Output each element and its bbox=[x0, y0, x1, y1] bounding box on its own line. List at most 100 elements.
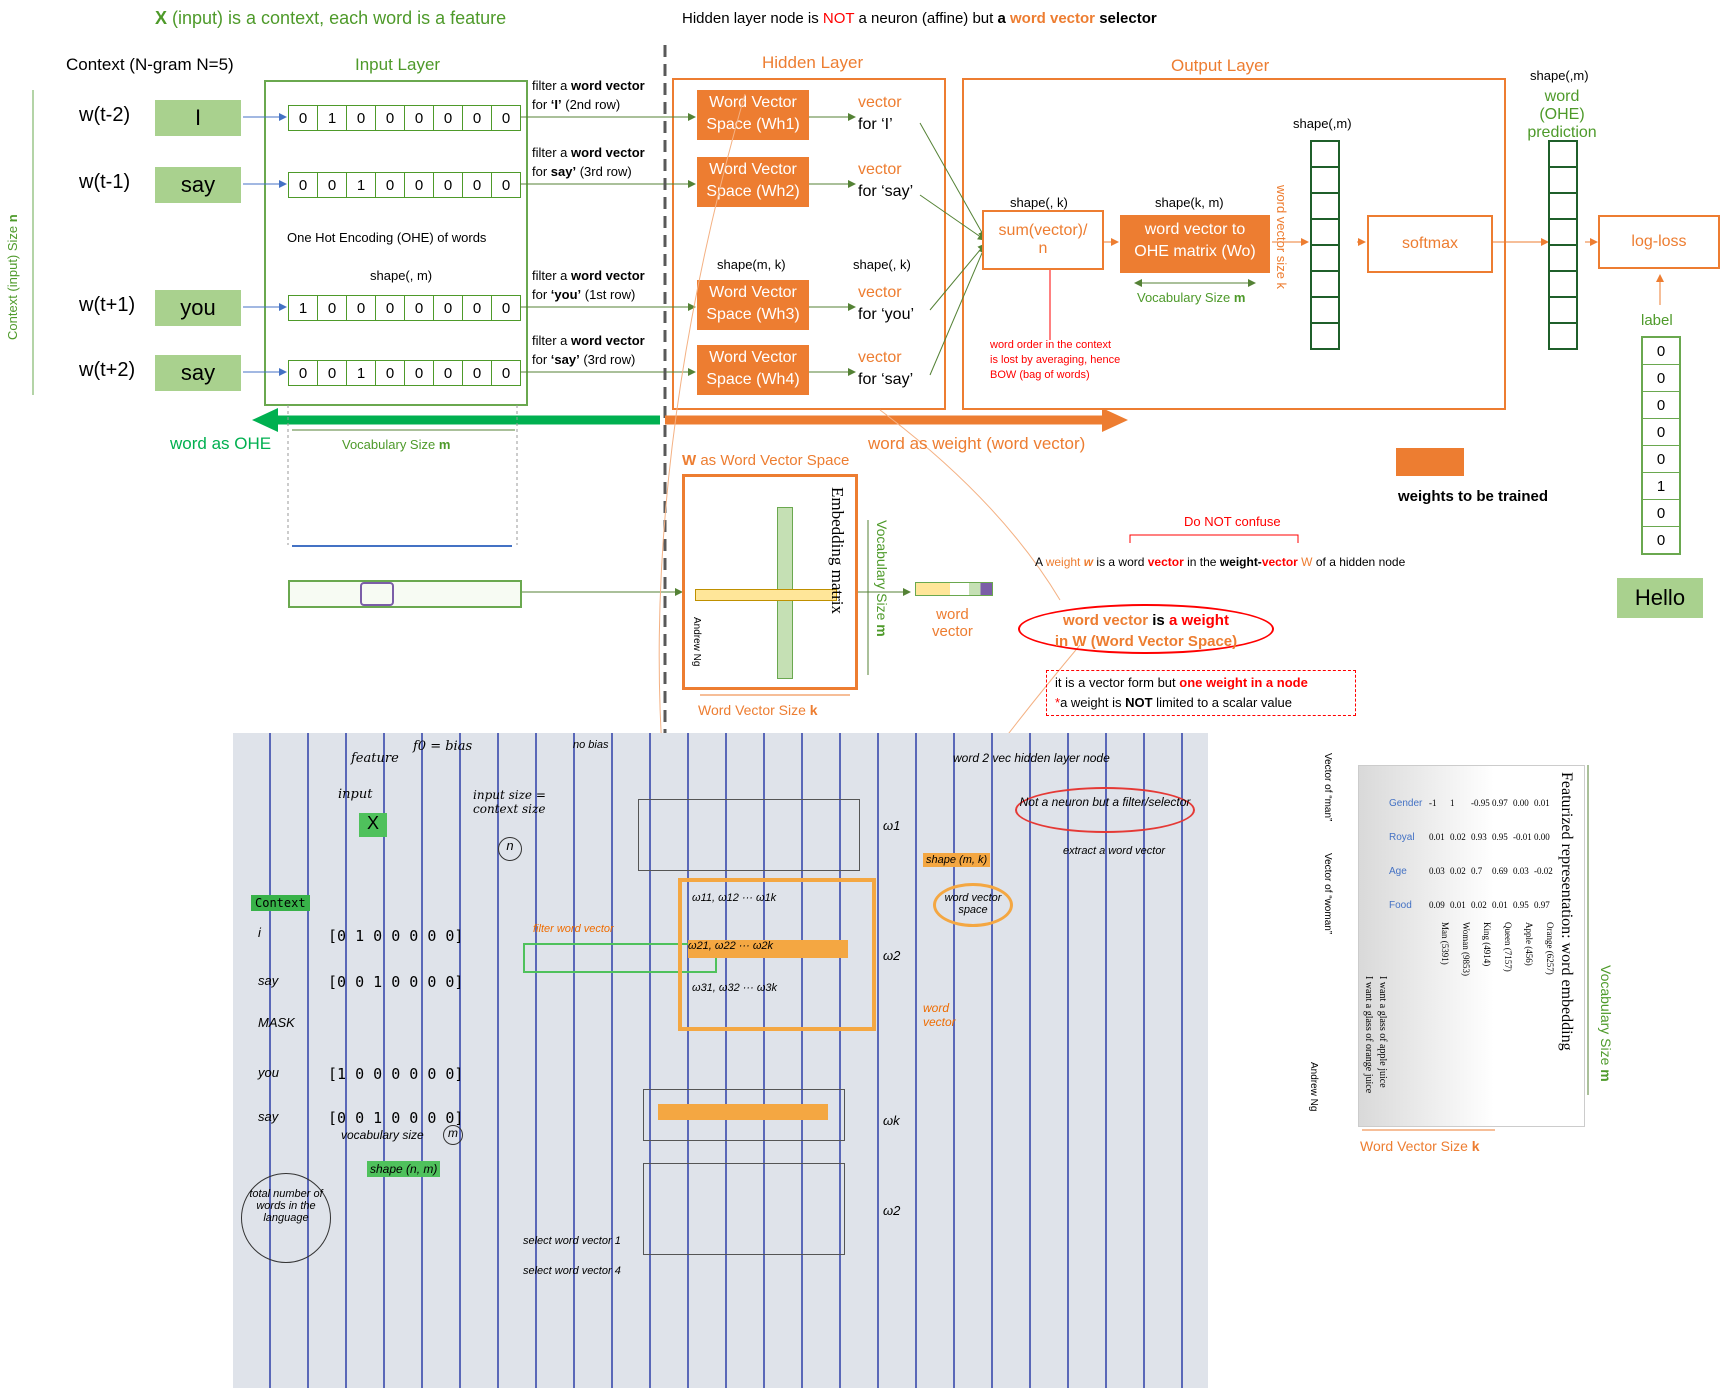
input-vocab-size: Vocabulary Size m bbox=[342, 437, 450, 452]
wo-box: word vector to OHE matrix (Wo) bbox=[1120, 215, 1270, 273]
filter-c: for bbox=[532, 97, 551, 112]
vocab-text: Vocabulary Size bbox=[1137, 290, 1234, 305]
wvs-a: Word Vector bbox=[709, 161, 797, 178]
hidden-layer-title: Hidden Layer bbox=[762, 53, 864, 72]
pred-a: word (OHE) bbox=[1539, 88, 1585, 123]
ohe-cell: 1 bbox=[347, 173, 376, 197]
softmax-box: softmax bbox=[1367, 215, 1493, 273]
nb-extract: extract a word vector bbox=[1063, 845, 1166, 857]
emb-vocab-text: Vocabulary Size bbox=[874, 520, 890, 625]
filter-c: for bbox=[532, 287, 551, 302]
vec-woman: Vector of “woman” bbox=[1322, 853, 1333, 935]
ohe-shape: shape(, m) bbox=[370, 268, 433, 283]
wv-size-label: word vector size k bbox=[1274, 185, 1289, 290]
pred-shape: shape(,m) bbox=[1530, 68, 1589, 83]
cell bbox=[1312, 272, 1338, 298]
nb-filter-b: word vector bbox=[556, 923, 614, 935]
vn-f: limited to a scalar value bbox=[1152, 695, 1293, 710]
emb-wv-size: Word Vector Size k bbox=[698, 702, 818, 718]
ohe-cell: 0 bbox=[463, 173, 492, 197]
filter-d: ‘say’ bbox=[550, 352, 580, 367]
nb-h3: ωk bbox=[883, 1113, 900, 1128]
filter-b: word vector bbox=[571, 78, 645, 93]
label-cell: 0 bbox=[1643, 446, 1679, 473]
feat-cell: -0.01 bbox=[1513, 832, 1532, 842]
feat-vocab-text: Vocabulary Size bbox=[1598, 965, 1614, 1070]
cell bbox=[1550, 194, 1576, 220]
nb-h1: ω1 bbox=[883, 818, 901, 833]
ohe-cell: 0 bbox=[376, 361, 405, 385]
emb-title-rest: as Word Vector Space bbox=[696, 452, 850, 469]
feat-cell: 0.7 bbox=[1471, 866, 1483, 876]
input-layer-title: Input Layer bbox=[355, 55, 441, 74]
nb-vocab-size: vocabulary size bbox=[341, 1128, 424, 1142]
pred-b: prediction bbox=[1527, 124, 1597, 141]
nb-word-vector: word vector bbox=[923, 1001, 956, 1029]
vec-b: for ‘say’ bbox=[858, 371, 914, 388]
note-text: selector bbox=[1095, 10, 1157, 27]
nb-input: input bbox=[338, 787, 373, 802]
wc-c: a weight bbox=[1168, 612, 1229, 629]
wd-i: of a hidden node bbox=[1312, 555, 1406, 569]
context-title: Context (N-gram N=5) bbox=[66, 55, 234, 74]
feat-col-header: King (4914) bbox=[1482, 922, 1492, 967]
nb-ohe-row: [0 0 1 0 0 0 0] bbox=[328, 1109, 464, 1127]
feat-col-header: Woman (9853) bbox=[1461, 922, 1471, 977]
sum-text: sum(vector)/ bbox=[998, 222, 1088, 239]
cell bbox=[1550, 298, 1576, 324]
cell bbox=[1312, 220, 1338, 246]
vec-b: for ‘say’ bbox=[858, 183, 914, 200]
feat-cell: 0.02 bbox=[1450, 832, 1466, 842]
feat-row-name: Gender bbox=[1389, 797, 1423, 809]
output-vector: vector for ‘I’ bbox=[858, 92, 902, 136]
vocab-m: m bbox=[1233, 290, 1246, 305]
filter-c: for bbox=[532, 164, 551, 179]
feat-cell: 0.01 bbox=[1534, 798, 1550, 808]
feat-cell: 0.09 bbox=[1429, 900, 1445, 910]
nb-h2: ω2 bbox=[883, 948, 901, 963]
label-cell: 0 bbox=[1656, 531, 1666, 549]
ohe-cell: 0 bbox=[405, 361, 434, 385]
filter-c: for bbox=[532, 352, 551, 367]
ohe-cell: 0 bbox=[434, 173, 463, 197]
feat-cell: 0.95 bbox=[1513, 900, 1529, 910]
x-label: X bbox=[155, 8, 168, 28]
feat-row-name: Age bbox=[1389, 865, 1407, 877]
output-vector: vector for ‘say’ bbox=[858, 347, 913, 391]
vec-b: for ‘you’ bbox=[858, 306, 915, 323]
ohe-cell: 0 bbox=[289, 106, 318, 130]
logloss-box: log-loss bbox=[1598, 215, 1720, 269]
bow-a: word order in the context bbox=[990, 339, 1112, 351]
bow-note: word order in the context is lost by ave… bbox=[990, 338, 1120, 383]
feat-sentence-a: I want a glass of orange juice bbox=[1363, 976, 1374, 1094]
wc-d: in W (Word Vector Space) bbox=[1054, 633, 1238, 650]
nb-w2v-hidden: word 2 vec hidden layer node bbox=[953, 751, 1110, 765]
ohe-cell: 0 bbox=[318, 173, 347, 197]
weights-legend-label: weights to be trained bbox=[1398, 488, 1549, 505]
feat-wv-k: k bbox=[1471, 1138, 1480, 1154]
label-cell: 1 bbox=[1643, 473, 1679, 500]
wvs-b: Space (Wh1) bbox=[706, 116, 800, 133]
ohe-cell: 0 bbox=[405, 173, 434, 197]
vn-d: a weight is bbox=[1060, 695, 1126, 710]
nb-word: you bbox=[258, 1065, 279, 1080]
cell bbox=[1312, 246, 1338, 272]
filter-e: (1st row) bbox=[581, 287, 636, 302]
nb-wh4 bbox=[643, 1163, 845, 1255]
arrow-weight-head bbox=[1102, 408, 1128, 432]
output-layer-title: Output Layer bbox=[1171, 56, 1270, 75]
filter-a: filter a bbox=[532, 268, 572, 283]
row-position: w(t+1) bbox=[79, 294, 136, 316]
vn-e: NOT bbox=[1125, 695, 1153, 710]
emb-vocab-m: m bbox=[874, 624, 890, 637]
note-text: Hidden layer node is bbox=[682, 10, 823, 27]
bow-c: BOW (bag of words) bbox=[990, 369, 1090, 381]
wd-b: weight bbox=[1045, 555, 1084, 569]
wo-text-b: OHE matrix (Wo) bbox=[1134, 243, 1256, 260]
label-cell: 0 bbox=[1643, 338, 1679, 365]
row-position: w(t-2) bbox=[79, 104, 131, 126]
feat-cell: -1 bbox=[1429, 798, 1437, 808]
